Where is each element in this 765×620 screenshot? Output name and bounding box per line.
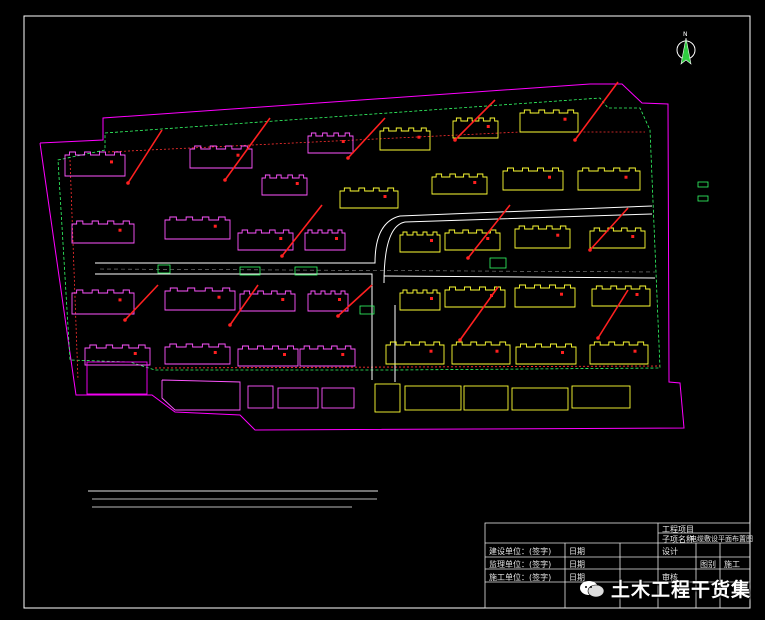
residential-building	[299, 345, 356, 367]
cable-leader-line	[281, 204, 323, 257]
cable-leader-end	[588, 248, 592, 252]
residential-building	[519, 109, 579, 133]
residential-building	[237, 345, 299, 367]
watermark-text: 土木工程干货集	[610, 579, 751, 601]
cable-leader-end	[458, 338, 462, 342]
residential-building	[444, 229, 501, 251]
tb-project-label: 工程项目	[662, 525, 694, 534]
north-arrow-icon: N	[676, 31, 696, 65]
cable-leader-line	[459, 286, 499, 341]
residential-building	[379, 127, 431, 151]
residential-building	[399, 289, 441, 311]
tb-date-label-2: 日期	[569, 560, 585, 569]
tb-row3-label: 施工单位：(签字)	[489, 573, 552, 582]
tb-row2-label: 监理单位：(签字)	[489, 560, 552, 569]
cable-leader-end	[336, 314, 340, 318]
tb-subproject-label: 子项名称	[662, 535, 694, 544]
cable-leader-line	[597, 289, 629, 339]
residential-building	[84, 344, 151, 366]
cable-leader-line	[347, 117, 386, 159]
residential-building	[451, 341, 511, 365]
cable-leader-line	[127, 129, 163, 184]
cable-leader-end	[228, 323, 232, 327]
residential-building	[239, 290, 296, 312]
cable-leader-line	[574, 81, 619, 141]
cable-leader-line	[454, 99, 496, 141]
cable-leader-end	[573, 138, 577, 142]
notes-block	[88, 490, 378, 508]
road-centerline	[99, 268, 656, 273]
residential-building	[189, 145, 253, 169]
tb-scale-label: 图别	[700, 560, 716, 569]
residential-building	[452, 117, 499, 139]
tb-checker-label: 审核	[662, 573, 678, 582]
cable-leader-line	[124, 284, 159, 321]
residential-building	[261, 174, 308, 196]
residential-building	[339, 187, 399, 209]
svg-text:N: N	[683, 31, 688, 38]
residential-building	[589, 341, 649, 365]
tb-designer-label: 设计	[662, 547, 678, 556]
cable-leader-end	[346, 156, 350, 160]
residential-building	[71, 289, 135, 315]
watermark: 土木工程干货集	[579, 575, 751, 602]
wechat-logo-icon	[579, 580, 605, 597]
residential-building	[502, 167, 564, 191]
cable-leader-end	[466, 256, 470, 260]
road-network	[95, 205, 656, 382]
residential-building	[514, 284, 576, 308]
cable-leader-line	[337, 284, 373, 317]
residential-building	[164, 343, 231, 365]
residential-building	[385, 341, 445, 365]
cable-trunk-bottom	[154, 365, 661, 369]
cable-leader-end	[223, 178, 227, 182]
cable-leader-end	[453, 138, 457, 142]
residential-building	[431, 173, 488, 195]
residential-building	[591, 285, 651, 307]
residential-building	[304, 229, 346, 251]
tb-drawing-name: 电缆敷设平面布置图	[690, 535, 753, 543]
tb-date-label-1: 日期	[569, 547, 585, 556]
fence-line	[57, 97, 661, 371]
residential-building	[307, 132, 354, 154]
tb-date-label-3: 日期	[569, 573, 585, 582]
building-layer	[64, 109, 651, 367]
tb-sheet-label: 施工	[724, 560, 740, 569]
residential-building	[71, 220, 135, 244]
residential-building	[64, 151, 126, 177]
residential-building	[515, 343, 577, 365]
cable-leader-end	[126, 181, 130, 185]
residential-building	[164, 216, 231, 240]
site-boundary	[39, 83, 685, 431]
cable-leader-end	[280, 254, 284, 258]
tb-row1-label: 建设单位：(签字)	[489, 547, 552, 556]
cable-trunk-top	[107, 131, 645, 153]
cable-leader-line	[229, 284, 259, 326]
residential-building	[164, 287, 236, 311]
title-block	[484, 522, 751, 609]
residential-building	[514, 225, 571, 249]
south-buildings	[86, 361, 631, 413]
residential-building	[589, 227, 646, 249]
residential-building	[577, 167, 641, 191]
cable-leader-line	[224, 117, 271, 181]
drawing-frame	[23, 15, 751, 609]
residential-building	[307, 290, 349, 312]
residential-building	[399, 231, 441, 253]
cable-leader-line	[589, 207, 629, 251]
substation-markers	[157, 181, 709, 315]
cable-leader-end	[596, 336, 600, 340]
cable-trunk-left	[69, 159, 79, 381]
cable-leader-layer	[123, 81, 629, 342]
residential-building	[237, 229, 294, 251]
cable-leader-end	[123, 318, 127, 322]
cable-leader-line	[467, 204, 511, 259]
